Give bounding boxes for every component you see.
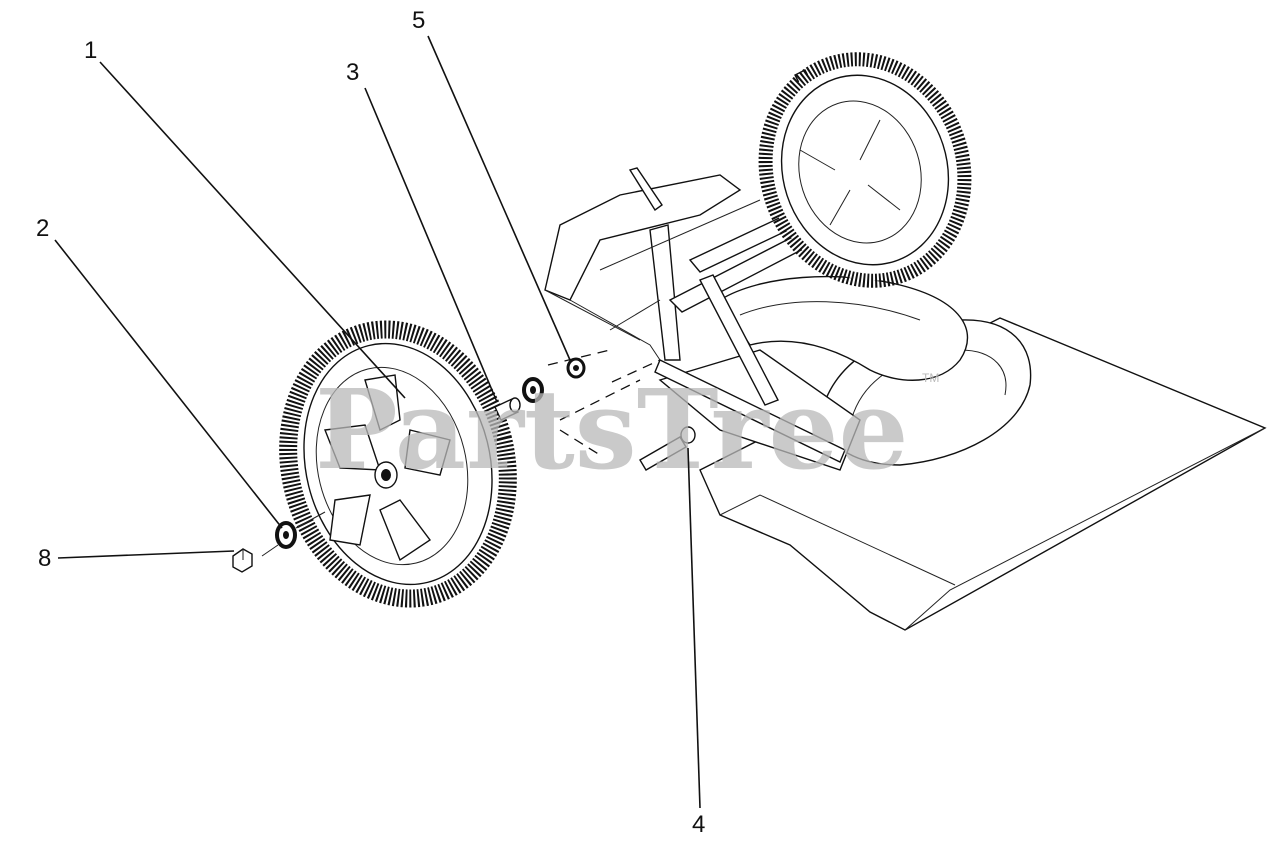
bolt-part-4 <box>639 426 696 471</box>
spacer-part-3 <box>494 397 521 421</box>
far-wheel <box>758 52 972 288</box>
watermark-trademark: TM <box>922 371 939 385</box>
callout-label-1: 1 <box>84 37 97 64</box>
wheel-part-1 <box>279 320 517 608</box>
callout-label-4: 4 <box>692 811 705 838</box>
callout-8: 8 <box>38 545 235 572</box>
watermark: PartsTree TM <box>315 365 939 494</box>
assembly-lines <box>261 349 661 557</box>
callout-label-3: 3 <box>346 59 359 86</box>
nut-part-8 <box>232 548 253 573</box>
callout-1: 1 <box>84 37 406 399</box>
nut-part-5 <box>566 357 586 379</box>
callout-label-8: 8 <box>38 545 51 572</box>
washer-part-2 <box>275 521 297 549</box>
watermark-text: PartsTree <box>315 365 909 494</box>
callout-2: 2 <box>36 215 283 529</box>
callout-5: 5 <box>412 7 571 361</box>
callout-4: 4 <box>687 447 705 838</box>
callout-label-5: 5 <box>412 7 425 34</box>
callout-3: 3 <box>346 59 498 403</box>
washer-inner <box>522 377 544 403</box>
callout-label-2: 2 <box>36 215 49 242</box>
